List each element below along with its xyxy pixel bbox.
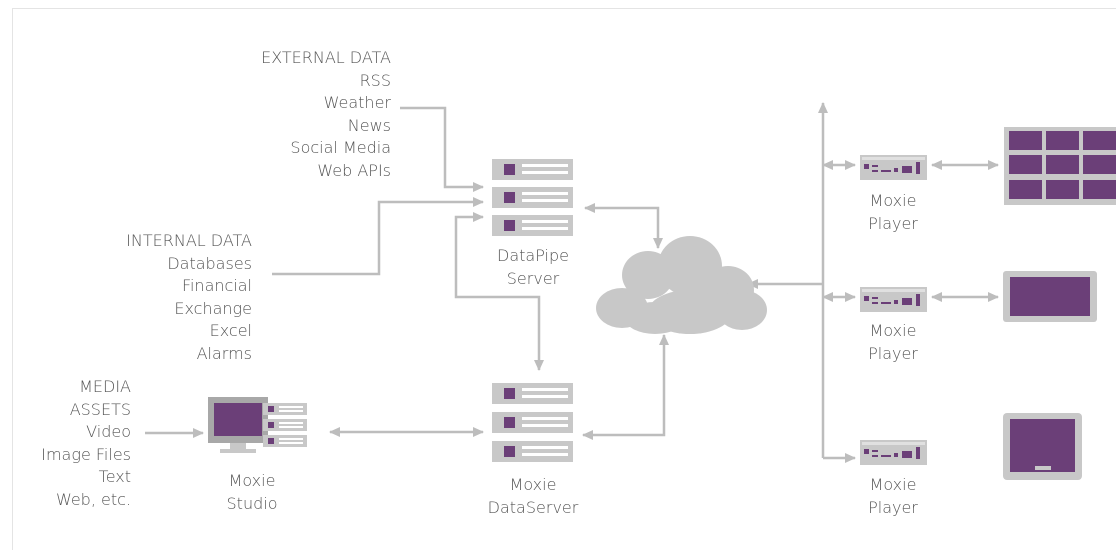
video-wall-display-icon (1004, 127, 1116, 205)
media-assets-item: Image Files (41, 444, 131, 464)
server-unit (492, 187, 573, 208)
external-data-item: Weather (323, 93, 391, 112)
internal-data-item: Exchange (174, 298, 252, 318)
tower-unit (263, 403, 307, 415)
internal-data-item: Alarms (196, 343, 252, 363)
tower-unit (263, 435, 307, 447)
label-line: Player (868, 213, 918, 233)
datapipe-server-label: DataPipe Server (483, 245, 583, 290)
label-line: Server (506, 268, 560, 288)
server-unit (492, 215, 573, 236)
label-line: Moxie (509, 475, 557, 494)
cloud-icon (596, 236, 767, 334)
internal-data-item: Databases (167, 253, 252, 273)
internal-data-item: Financial (181, 276, 252, 295)
external-data-item: Web APIs (317, 160, 391, 180)
tablet-display-icon (1003, 413, 1082, 480)
media-assets-item: Video (86, 422, 131, 441)
external-data-connector (400, 106, 484, 192)
external-data-heading: EXTERNAL DATA (261, 48, 391, 67)
label-line: Player (868, 497, 918, 517)
connectors (145, 102, 999, 463)
label-line: DataPipe (497, 246, 569, 265)
media-assets-heading: MEDIA (79, 377, 131, 396)
moxie-dataserver-icon (492, 383, 573, 462)
label-line: Studio (226, 493, 278, 513)
server-unit (492, 383, 573, 404)
pipe-to-dataserver-connector (454, 212, 544, 371)
moxie-player-label: Moxie Player (843, 190, 943, 235)
external-data-item: News (347, 115, 391, 135)
internal-data-heading: INTERNAL DATA (126, 231, 252, 250)
label-line: Moxie (228, 471, 276, 490)
external-data-label: EXTERNAL DATA RSS Weather News Social Me… (261, 47, 391, 182)
moxie-dataserver-label: Moxie DataServer (473, 474, 593, 519)
moxie-player-device-icon (860, 287, 927, 312)
internal-data-item: Excel (209, 321, 252, 340)
server-unit (492, 441, 573, 462)
pipe-to-cloud-connector (584, 203, 663, 249)
server-unit (492, 412, 573, 433)
server-unit (492, 159, 573, 180)
moxie-player-device-icon (860, 440, 927, 465)
tower-unit (263, 419, 307, 431)
label-line: Moxie (869, 475, 917, 494)
diagram-frame (12, 8, 1116, 550)
external-data-item: Social Media (290, 138, 391, 157)
label-line: Moxie (869, 191, 917, 210)
label-line: Moxie (869, 321, 917, 340)
dataserver-to-cloud-connector (582, 334, 669, 440)
moxie-studio-computer-icon (208, 397, 307, 453)
media-assets-item: Text (98, 467, 131, 486)
media-assets-label: MEDIA ASSETS Video Image Files Text Web,… (41, 376, 131, 511)
moxie-player-device-icon (860, 155, 927, 180)
external-data-item: RSS (359, 70, 391, 90)
moxie-player-label: Moxie Player (843, 320, 943, 365)
datapipe-server-icon (492, 159, 573, 236)
label-line: DataServer (487, 497, 579, 517)
internal-data-connector (272, 197, 484, 276)
moxie-studio-label: Moxie Studio (202, 470, 302, 515)
media-assets-heading: ASSETS (69, 399, 131, 419)
landscape-display-icon (1003, 271, 1097, 322)
label-line: Player (868, 343, 918, 363)
internal-data-label: INTERNAL DATA Databases Financial Exchan… (126, 230, 252, 365)
media-assets-item: Web, etc. (55, 489, 131, 509)
moxie-player-label: Moxie Player (843, 474, 943, 519)
